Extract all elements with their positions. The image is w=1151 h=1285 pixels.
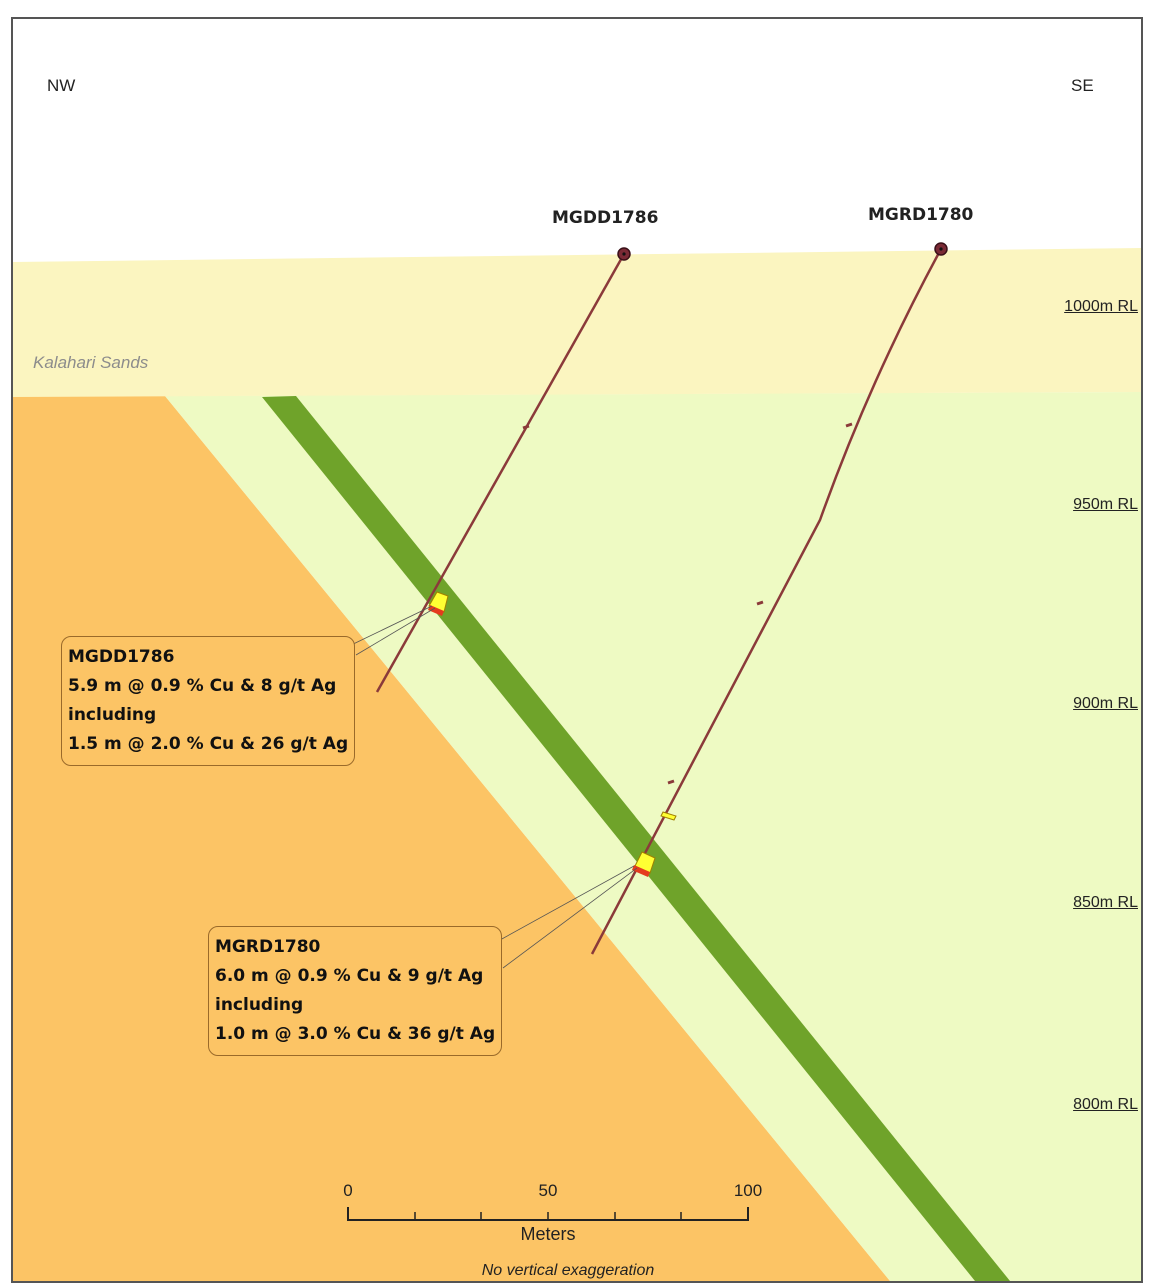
callout-hole-id: MGRD1780 (215, 937, 321, 957)
leader-line (502, 867, 638, 969)
callout-main-intercept: 5.9 m @ 0.9 % Cu & 8 g/t Ag (68, 676, 337, 696)
hole-label-mgdd1786: MGDD1786 (552, 208, 659, 228)
intercept-callout-mgdd1786: MGDD1786 5.9 m @ 0.9 % Cu & 8 g/t Ag inc… (61, 636, 356, 766)
callout-hole-id: MGDD1786 (68, 647, 175, 667)
kalahari-sands-label: Kalahari Sands (33, 353, 149, 372)
callout-sub-intercept: 1.0 m @ 3.0 % Cu & 36 g/t Ag (215, 1024, 496, 1044)
trace-tick (756, 600, 764, 606)
scale-tick-label-100: 100 (733, 1181, 763, 1200)
scale-unit-label: Meters (520, 1224, 576, 1244)
trace-tick (667, 779, 675, 785)
direction-right-label: SE (1071, 76, 1094, 95)
intercept-callout-mgrd1780: MGRD1780 6.0 m @ 0.9 % Cu & 9 g/t Ag inc… (208, 926, 503, 1056)
footwall-unit (13, 396, 890, 1281)
scale-tick-label-50: 50 (538, 1181, 558, 1200)
leader-line (499, 865, 635, 941)
kalahari-sands-layer (13, 248, 1141, 397)
rl-label-850: 850m RL (1073, 894, 1138, 911)
collar-mgrd1780-center (939, 247, 943, 251)
high-grade-marker-mgdd1786 (428, 605, 444, 616)
rl-label-900: 900m RL (1073, 695, 1138, 712)
trace-tick (522, 424, 530, 430)
callout-including: including (68, 705, 157, 725)
vertical-exaggeration-note: No vertical exaggeration (481, 1262, 655, 1279)
direction-left-label: NW (47, 76, 76, 95)
small-intercept-marker (660, 811, 677, 821)
hole-label-mgrd1780: MGRD1780 (868, 205, 974, 225)
callout-sub-intercept: 1.5 m @ 2.0 % Cu & 26 g/t Ag (68, 734, 349, 754)
scale-tick-label-0: 0 (343, 1181, 353, 1200)
callout-main-intercept: 6.0 m @ 0.9 % Cu & 9 g/t Ag (215, 966, 484, 986)
drill-trace-mgrd1780 (590, 248, 943, 955)
rl-label-800: 800m RL (1073, 1096, 1138, 1113)
ore-unit-band (262, 396, 1010, 1281)
rl-label-1000: 1000m RL (1064, 298, 1138, 315)
leader-line (355, 607, 436, 656)
trace-tick (845, 422, 853, 428)
leader-line (344, 605, 433, 649)
rl-label-950: 950m RL (1073, 496, 1138, 513)
callout-including: including (215, 995, 304, 1015)
drill-trace-mgdd1786 (375, 253, 626, 693)
collar-mgdd1786-center (622, 252, 626, 256)
